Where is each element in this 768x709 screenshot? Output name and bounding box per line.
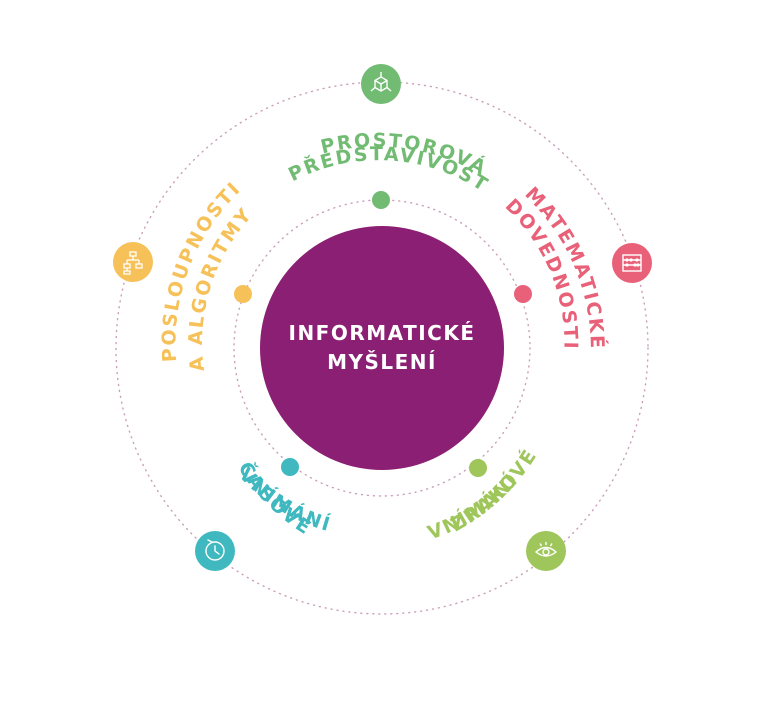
- abacus-icon: [612, 243, 652, 283]
- center-circle: [260, 226, 504, 470]
- dot-prostorova: [372, 191, 390, 209]
- eye-icon: [526, 531, 566, 571]
- flowchart-icon: [113, 242, 153, 282]
- dot-casove: [281, 458, 299, 476]
- outer-dotted-ring: [115, 81, 649, 615]
- cube-icon: [361, 64, 401, 104]
- clock-icon: [195, 531, 235, 571]
- dot-posloupnosti: [234, 285, 252, 303]
- center-title-line2: MYŠLENÍ: [327, 350, 437, 374]
- label-zrakove-line2: VNÍMÁNÍ: [425, 468, 523, 544]
- dot-zrakove: [469, 459, 487, 477]
- center-title-line1: INFORMATICKÉ: [289, 321, 476, 345]
- dot-matematicke: [514, 285, 532, 303]
